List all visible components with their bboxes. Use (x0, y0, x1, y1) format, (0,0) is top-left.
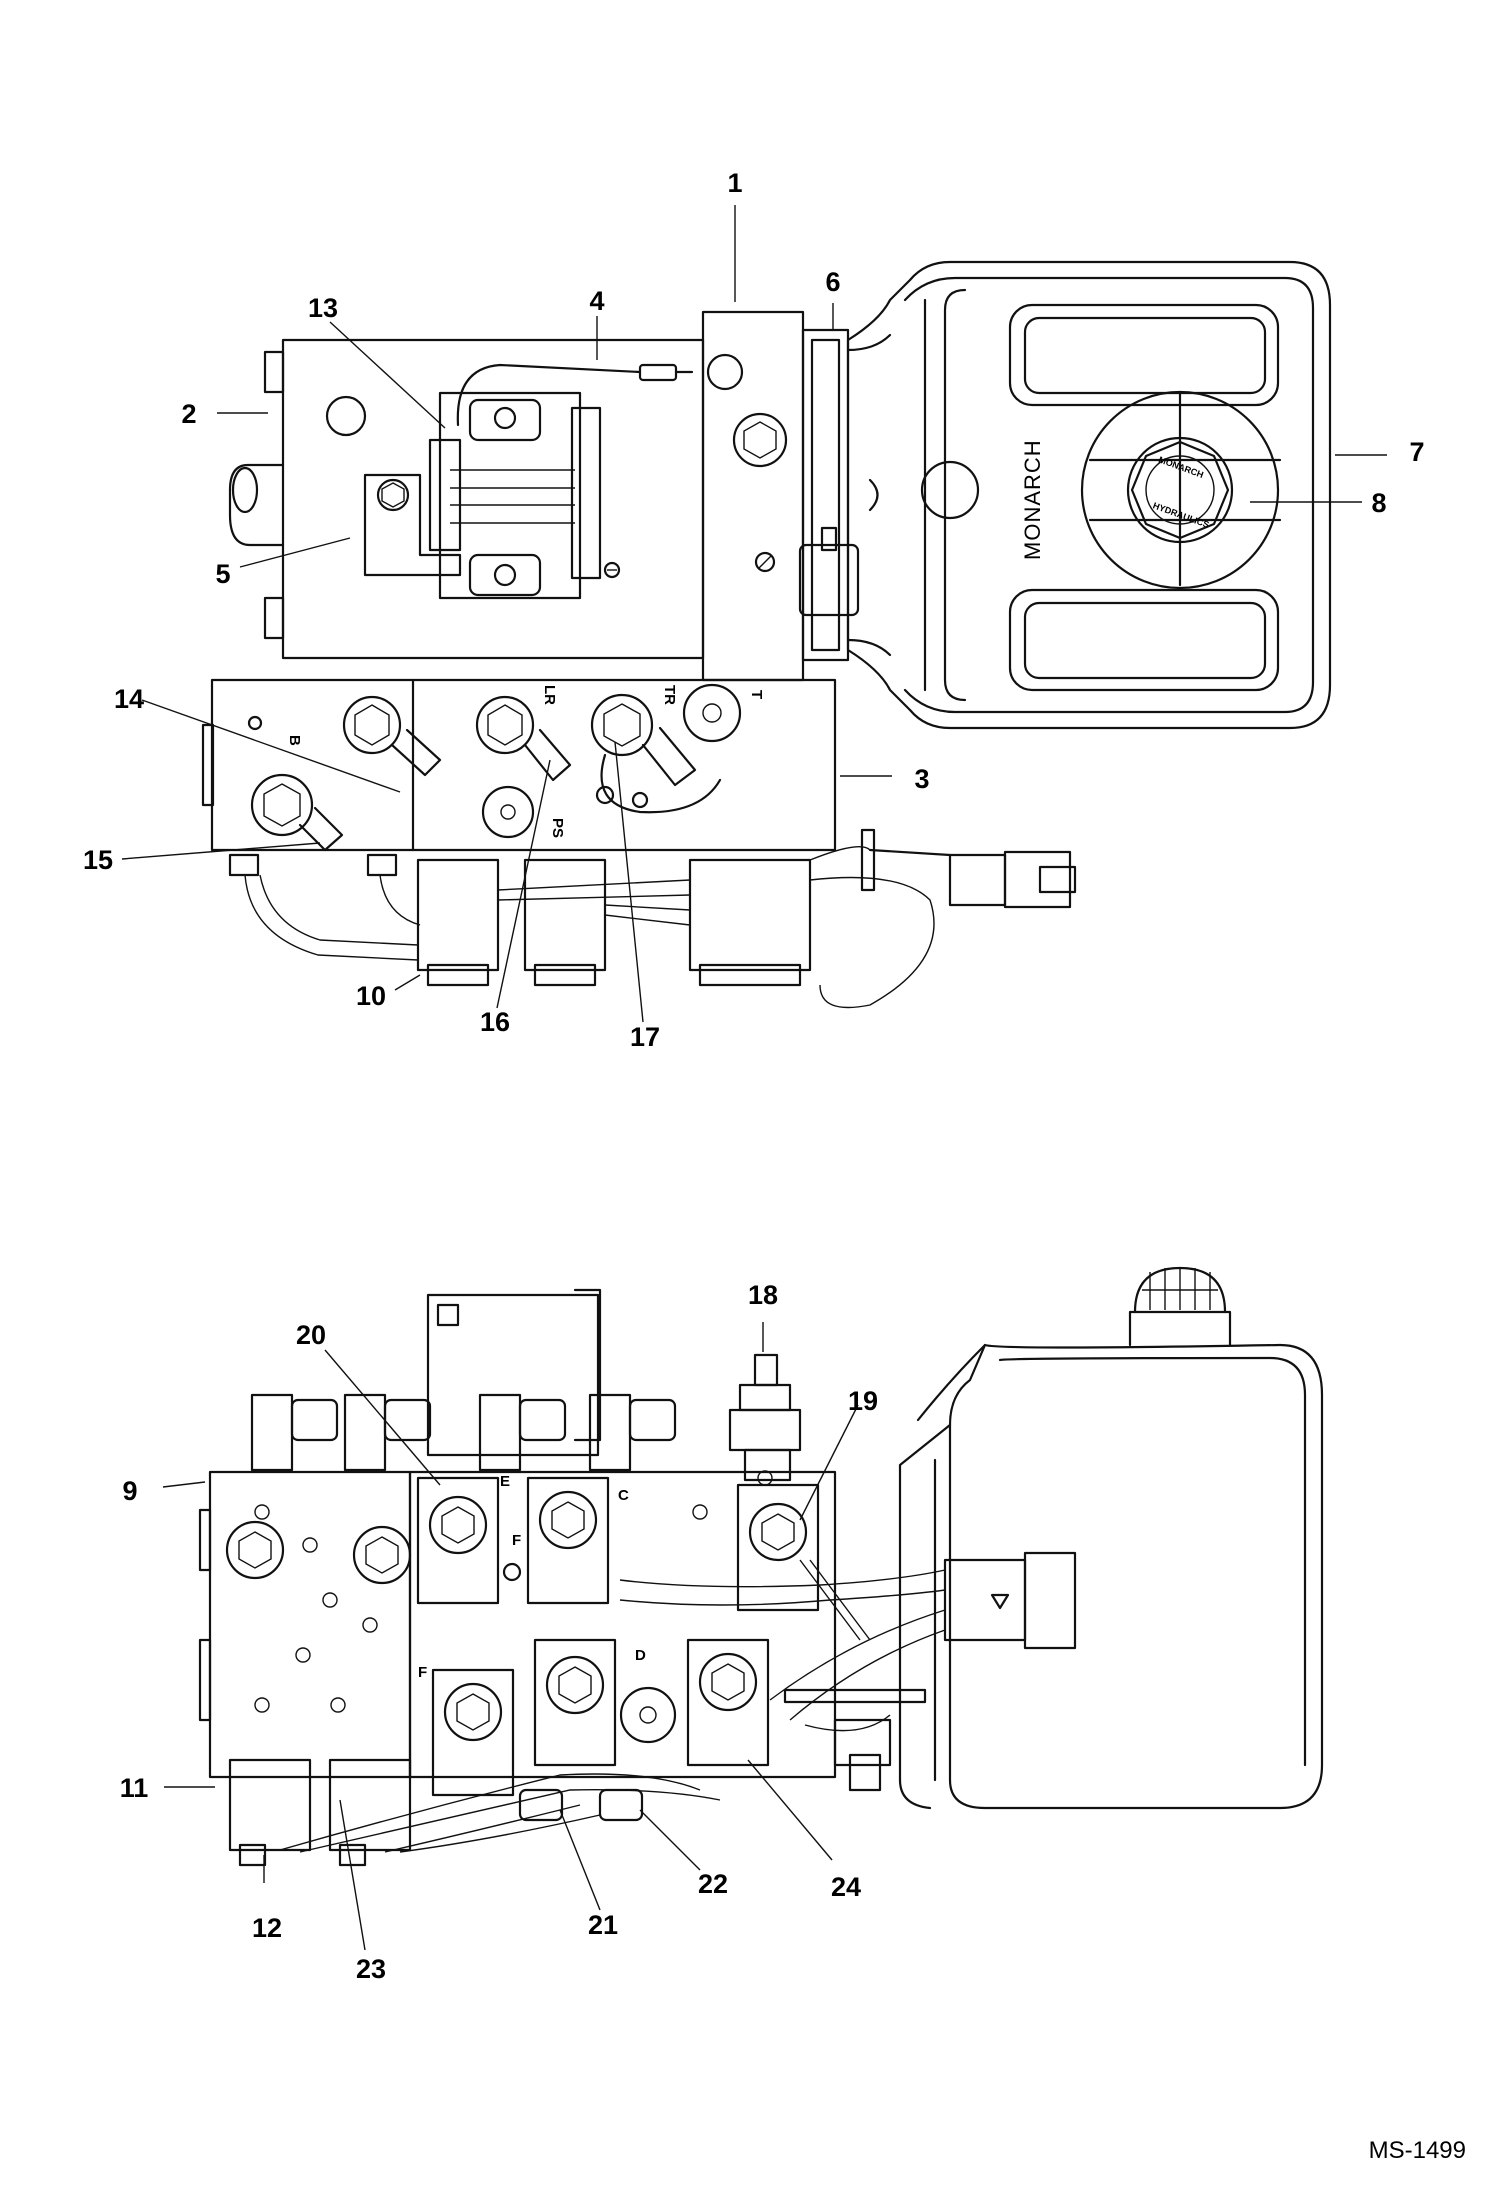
mounting-flange (798, 328, 860, 662)
callout-11: 11 (120, 1773, 149, 1803)
mounting-bracket (363, 473, 462, 577)
callout-21: 21 (588, 1910, 618, 1940)
callout-20: 20 (296, 1320, 326, 1350)
cartridge-valves: E F C D F (416, 1473, 820, 1797)
solenoid-switch (428, 391, 621, 600)
callout-10: 10 (356, 981, 386, 1011)
callout-19: 19 (848, 1386, 878, 1416)
callout-12: 12 (252, 1913, 282, 1943)
callout-15: 15 (83, 845, 113, 875)
port-label-tr: TR (661, 685, 678, 705)
valve-label-d: D (635, 1647, 646, 1664)
callout-numbers: 1 2 3 4 5 6 7 8 9 10 11 12 13 14 15 16 1… (83, 168, 1425, 1984)
fitting-lr (475, 695, 572, 782)
callout-6: 6 (825, 267, 840, 297)
leader-lines (121, 205, 1387, 1951)
valve-manifold: B LR TR T PS (201, 678, 837, 852)
motor-body (228, 338, 705, 660)
callout-23: 23 (356, 1954, 386, 1984)
valve-label-e: E (500, 1473, 510, 1490)
valve-manifold-side (198, 1470, 837, 1779)
valve-label-f-upper: F (512, 1532, 521, 1549)
solenoid-wire (456, 353, 744, 427)
filler-cap: MONARCH HYDRAULICS (1080, 390, 1282, 590)
callout-22: 22 (698, 1869, 728, 1899)
solenoid-coils-top (228, 828, 1077, 1009)
lower-coils-harness (228, 1551, 1077, 1867)
callout-14: 14 (114, 684, 144, 714)
callout-13: 13 (308, 293, 338, 323)
fitting-tr (590, 693, 722, 814)
callout-2: 2 (181, 399, 196, 429)
fitting-ps (250, 773, 344, 852)
callout-17: 17 (630, 1022, 660, 1052)
valve-label-f-lower: F (418, 1664, 427, 1681)
callout-7: 7 (1409, 437, 1424, 467)
port-label-t: T (748, 690, 765, 699)
callout-18: 18 (748, 1280, 778, 1310)
callout-8: 8 (1371, 488, 1386, 518)
callout-16: 16 (480, 1007, 510, 1037)
fitting-b (342, 695, 442, 777)
pressure-switch (728, 1353, 802, 1482)
upper-fittings (250, 1288, 677, 1472)
adapter-block (701, 310, 805, 682)
callout-9: 9 (122, 1476, 137, 1506)
callout-3: 3 (914, 764, 929, 794)
valve-label-c: C (618, 1487, 629, 1504)
figure-reference: MS-1499 (1369, 2137, 1466, 2164)
callout-1: 1 (727, 168, 742, 198)
port-label-lr: LR (541, 685, 558, 705)
port-label-b: B (286, 735, 303, 746)
callout-24: 24 (831, 1872, 861, 1902)
callout-4: 4 (589, 286, 604, 316)
callout-5: 5 (215, 559, 230, 589)
reservoir-side (898, 1266, 1324, 1810)
port-label-ps: PS (549, 818, 566, 838)
bottom-view: E F C D F (198, 1266, 1324, 1867)
reservoir-tank: MONARCH (846, 260, 1332, 730)
reservoir-brand-text: MONARCH (1020, 439, 1045, 560)
top-view: MONARCH MONARCH HYDRAULICS (201, 260, 1332, 1009)
